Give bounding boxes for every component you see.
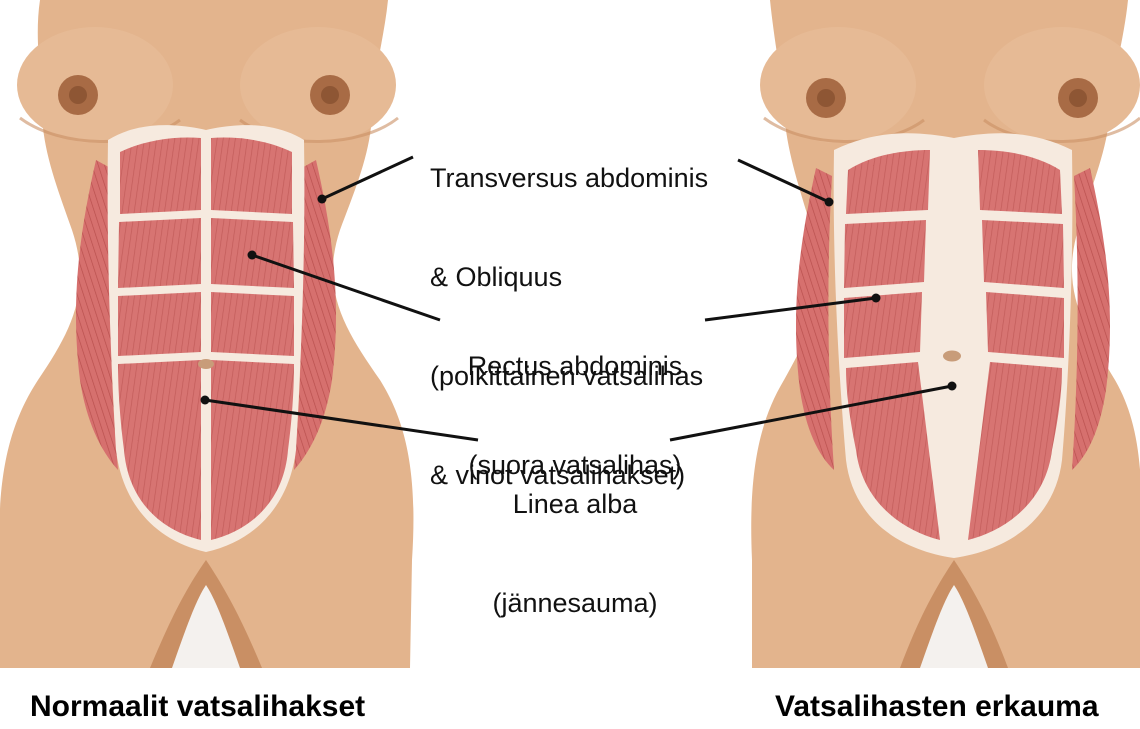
caption-normal: Normaalit vatsalihakset xyxy=(30,690,365,724)
navel-a xyxy=(198,359,214,369)
label-rectus-line1: Rectus abdominis xyxy=(440,350,710,383)
label-linea-line1: Linea alba xyxy=(470,488,680,521)
caption-diastasis: Vatsalihasten erkauma xyxy=(775,690,1099,724)
leader-dot xyxy=(318,195,327,204)
torso-diastasis xyxy=(751,0,1140,668)
label-linea-line2: (jännesauma) xyxy=(470,587,680,620)
label-transversus-line1: Transversus abdominis xyxy=(430,162,708,195)
label-linea-alba: Linea alba (jännesauma) xyxy=(470,422,680,686)
torso-normal xyxy=(0,0,413,668)
navel-b xyxy=(943,351,961,362)
